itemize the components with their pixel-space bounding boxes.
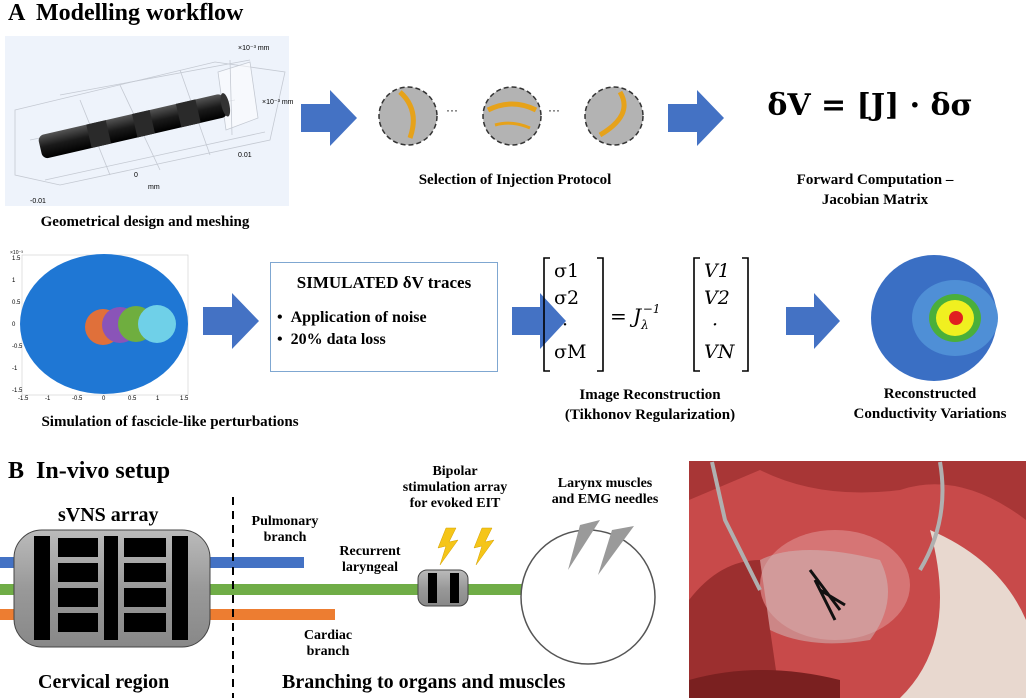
y-tick: 0.5 <box>12 300 21 306</box>
caption-reconstructed: Reconstructed Conductivity Variations <box>830 384 1026 424</box>
lhs-entry: σ1 <box>554 260 580 282</box>
recurrent-line1: Recurrent <box>339 544 401 559</box>
x-tick: -0.5 <box>72 396 83 402</box>
equation-brackets <box>543 257 749 372</box>
recurrent-line2: laryngeal <box>342 560 398 575</box>
caption-simulation: Simulation of fascicle-like perturbation… <box>41 414 299 430</box>
y-tick: 1.5 <box>12 256 21 262</box>
caption-reconstruction-line1: Image Reconstruction <box>579 387 721 403</box>
larynx-line2: and EMG needles <box>551 492 659 507</box>
scatter-panel <box>20 254 189 396</box>
mesh-tick-001: 0.01 <box>238 152 252 159</box>
lhs-entry: σM <box>554 341 587 363</box>
svg-text:···: ··· <box>548 103 560 117</box>
caption-injection: Selection of Injection Protocol <box>418 172 612 188</box>
y-tick: -1.5 <box>12 388 23 394</box>
y-tick: 0 <box>12 322 16 328</box>
cervical-label: Cervical region <box>38 671 170 693</box>
section-a-heading: A Modelling workflow <box>8 0 243 27</box>
x-tick: 0 <box>102 396 106 402</box>
svns-label: sVNS array <box>58 504 159 526</box>
x-tick: 1 <box>156 396 160 402</box>
pulmonary-line1: Pulmonary <box>251 514 319 529</box>
y-tick: -0.5 <box>12 344 23 350</box>
scatter-exp: ×10⁻³ <box>10 250 23 256</box>
recurrent-label: Recurrent laryngeal <box>330 544 410 576</box>
y-tick: -1 <box>12 366 18 372</box>
surgery-photo <box>689 461 1026 698</box>
pulmonary-line2: branch <box>263 530 307 545</box>
traces-item: • 20% data loss <box>277 331 386 348</box>
mesh-axis-right: ×10⁻³ mm <box>262 99 294 106</box>
simulated-traces-box: SIMULATED δV traces • Application of noi… <box>270 262 498 372</box>
mesh-axis-top: ×10⁻³ mm <box>238 45 270 52</box>
caption-forward-line2: Jacobian Matrix <box>821 192 929 208</box>
caption-reconstruction-line2: (Tikhonov Regularization) <box>564 407 736 423</box>
rhs-entry: · <box>712 314 719 336</box>
equation-lhs: σ1 σ2 · σM <box>548 258 598 372</box>
section-a-letter: A <box>8 0 25 26</box>
bipolar-line1: Bipolar <box>432 464 478 479</box>
equation-rhs: V1 V2 · VN <box>698 258 746 372</box>
bipolar-line3: for evoked EIT <box>409 496 501 511</box>
section-b-letter: B <box>8 458 25 484</box>
traces-item: • Application of noise <box>277 309 427 326</box>
bipolar-line2: stimulation array <box>402 480 508 495</box>
reconstructed-image <box>871 255 998 381</box>
caption-forward: Forward Computation – Jacobian Matrix <box>740 170 1010 210</box>
section-a-title: Modelling workflow <box>36 0 244 26</box>
rhs-entry: V2 <box>704 287 730 309</box>
x-tick: 1.5 <box>180 396 189 402</box>
flow-arrows <box>203 90 840 349</box>
x-tick: -1.5 <box>18 396 29 402</box>
mesh-tick-m001: -0.01 <box>30 198 46 205</box>
bipolar-label: Bipolar stimulation array for evoked EIT <box>380 464 530 512</box>
cardiac-line2: branch <box>306 644 350 659</box>
cardiac-line1: Cardiac <box>303 628 353 643</box>
caption-reconstruction: Image Reconstruction (Tikhonov Regulariz… <box>530 385 770 425</box>
forward-formula: δV = [J] · δσ <box>767 88 973 123</box>
section-b-title: In-vivo setup <box>36 458 171 484</box>
mesh-panel <box>5 36 289 206</box>
scatter-x-ticks: -1.5 -1 -0.5 0 0.5 1 1.5 <box>18 396 188 404</box>
svns-array-drawing <box>13 529 211 648</box>
caption-geometry: Geometrical design and meshing <box>40 214 250 230</box>
caption-reconstructed-line2: Conductivity Variations <box>853 406 1007 422</box>
bipolar-array-drawing <box>417 527 495 607</box>
operator-subscript: λ <box>641 318 649 332</box>
branching-label: Branching to organs and muscles <box>282 671 566 693</box>
caption-forward-line1: Forward Computation – <box>796 172 954 188</box>
caption-reconstructed-line1: Reconstructed <box>883 386 977 402</box>
rhs-entry: VN <box>704 341 735 363</box>
larynx-drawing <box>520 520 656 665</box>
traces-title: SIMULATED δV traces <box>296 273 472 292</box>
section-b-heading: B In-vivo setup <box>8 458 170 485</box>
mesh-tick-0: 0 <box>134 172 138 179</box>
y-tick: 1 <box>12 278 16 284</box>
operator-main: = J <box>610 304 642 328</box>
larynx-line1: Larynx muscles <box>557 476 653 491</box>
larynx-label: Larynx muscles and EMG needles <box>530 476 680 508</box>
scatter-y-ticks: 1.5 1 0.5 0 -0.5 -1 -1.5 <box>12 256 22 396</box>
operator-superscript: −1 <box>642 302 661 316</box>
x-tick: 0.5 <box>128 396 137 402</box>
traces-list: • Application of noise • 20% data loss <box>277 309 497 349</box>
x-tick: -1 <box>45 396 51 402</box>
equation-operator: = Jλ −1 <box>610 302 660 332</box>
svg-text:···: ··· <box>446 103 458 117</box>
rhs-entry: V1 <box>704 260 730 282</box>
cardiac-label: Cardiac branch <box>288 628 368 660</box>
lhs-entry: · <box>562 314 569 336</box>
mesh-unit: mm <box>148 184 160 191</box>
injection-circles: ··· ··· <box>378 86 644 146</box>
pulmonary-label: Pulmonary branch <box>240 514 330 546</box>
lhs-entry: σ2 <box>554 287 580 309</box>
